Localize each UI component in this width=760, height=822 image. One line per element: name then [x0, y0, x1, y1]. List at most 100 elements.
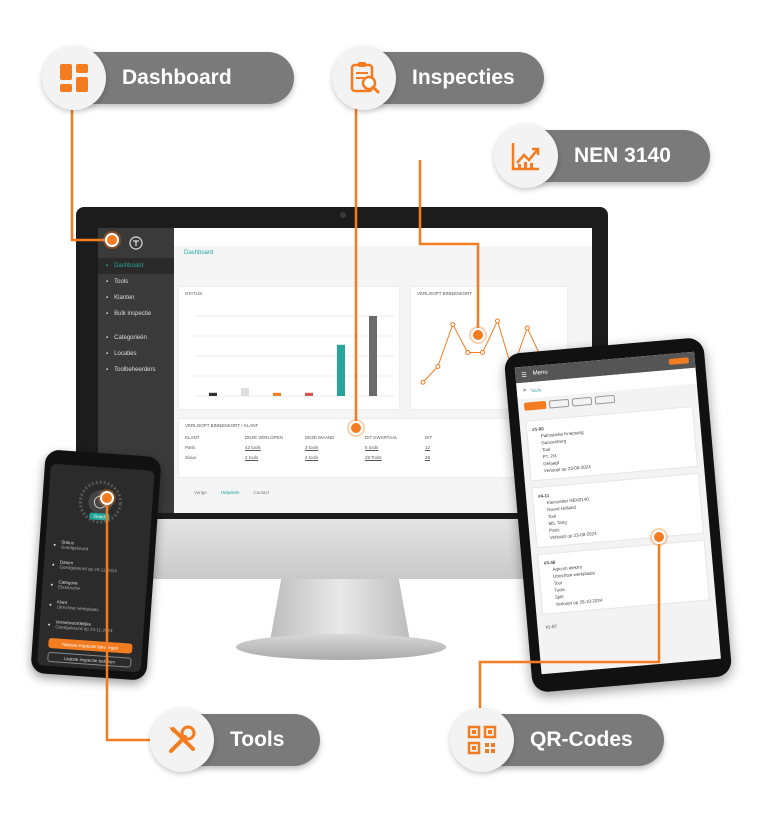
tools-label: Tools	[230, 728, 285, 751]
sidebar-item-icon: ▪	[106, 279, 109, 285]
toolbar-button[interactable]	[548, 398, 570, 409]
verloop-title: VERLOOPT BINNENKORT	[417, 291, 473, 296]
sidebar-item[interactable]: ▪ Locaties	[98, 346, 174, 362]
view-inspection-button[interactable]: Laatste inspectie bekijken	[47, 651, 132, 668]
status-bar	[241, 388, 249, 396]
monitor-camera	[340, 212, 346, 218]
status-card: STATUS	[178, 286, 400, 410]
qr-code-icon	[450, 708, 514, 772]
table-row: Paris 42 tools 3 tools 5 tools 12	[185, 445, 485, 450]
info-icon: ●	[49, 601, 53, 607]
table-cell[interactable]: 2 tools	[305, 455, 319, 460]
new-inspection-button[interactable]: Nieuwe inspectie toevoegen	[48, 637, 133, 654]
toolbar-button[interactable]	[594, 394, 616, 405]
sidebar-item-icon: ▪	[106, 335, 109, 341]
table-cell[interactable]: 28 Tools	[365, 455, 382, 460]
inspecties-marker	[349, 421, 363, 435]
footer-link[interactable]: Vorige	[194, 490, 207, 495]
sidebar-item-label: Bulk inspectie	[114, 311, 152, 317]
tools-callout: Tools	[150, 708, 320, 772]
nen3140-marker	[471, 328, 485, 342]
table-cell: Paris	[185, 445, 196, 450]
table-cell: DIT KWARTAAL	[365, 435, 398, 440]
sidebar-item-icon: ▪	[106, 295, 109, 301]
sidebar-item-icon: ▪	[106, 351, 109, 357]
table-cell[interactable]: 28	[425, 455, 431, 460]
table-cell: DIT	[425, 435, 433, 440]
sidebar-item[interactable]: ▪Tools	[98, 274, 174, 290]
table-cell[interactable]: 5 tools	[365, 445, 379, 450]
toolbar-button[interactable]	[523, 400, 547, 411]
sidebar-divider	[98, 322, 174, 330]
table-cell: DEZE VERLOPEN	[245, 435, 283, 440]
sidebar-item[interactable]: ▪Klanten	[98, 290, 174, 306]
tools-marker	[100, 491, 114, 505]
dashboard-grid-icon	[42, 46, 106, 110]
info-icon: ●	[50, 581, 54, 587]
table-cell: DEZE MAAND	[305, 435, 335, 440]
verloop-point	[524, 325, 530, 331]
toolbar-button[interactable]	[571, 396, 593, 407]
verloop-point	[494, 318, 500, 324]
wrench-screwdriver-icon	[150, 708, 214, 772]
inspecties-label: Inspecties	[412, 66, 515, 89]
info-icon: ●	[47, 621, 51, 627]
sidebar-item[interactable]: ▪Bulk inspectie	[98, 306, 174, 322]
table-cell[interactable]: 42 tools	[245, 445, 261, 450]
info-icon: ●	[53, 541, 57, 547]
sidebar-item[interactable]: ▪Categorieën	[98, 330, 174, 346]
status-bar	[369, 316, 377, 396]
clipboard-search-icon	[332, 46, 396, 110]
sidebar-item[interactable]: ▪ Dashboard	[98, 258, 174, 274]
verloop-point	[465, 350, 471, 355]
footer-link[interactable]: Helpdesk	[220, 490, 240, 495]
sidebar-item-label: Locaties	[114, 351, 137, 357]
verloop-point	[420, 379, 426, 385]
trend-chart-icon	[494, 124, 558, 188]
tools-icon: ✕	[522, 387, 527, 393]
sidebar-item[interactable]: ▪Toolbeheerders	[98, 362, 174, 378]
monitor-base	[236, 634, 446, 660]
status-chart	[195, 315, 395, 397]
info-sub: Elektrische	[57, 584, 81, 591]
section-title: Tools	[530, 386, 542, 393]
verloop-point	[435, 364, 441, 369]
dashboard-callout: Dashboard	[42, 46, 294, 110]
qrcodes-label: QR-Codes	[530, 728, 633, 751]
sidebar-item-icon: ▪	[106, 263, 109, 269]
sidebar-item-label: Dashboard	[114, 263, 144, 269]
nen3140-callout: NEN 3140	[494, 124, 710, 188]
hamburger-icon[interactable]: ☰	[521, 371, 528, 379]
status-bar	[337, 344, 345, 396]
sidebar-item-label: Toolbeheerders	[114, 367, 156, 373]
verloop-point	[450, 322, 456, 327]
status-badge: Goed	[89, 512, 110, 521]
app-logo-icon	[98, 228, 174, 258]
tablet-accent-tab[interactable]	[668, 357, 690, 365]
qrcodes-marker	[652, 530, 666, 544]
verloop-point	[480, 350, 486, 355]
info-icon: ●	[51, 561, 55, 567]
footer-link[interactable]: Contact	[253, 490, 270, 495]
table-cell[interactable]: 12	[425, 445, 431, 450]
table-title: VERLOOPT BINNENKORT / KLANT	[185, 423, 259, 428]
qrcodes-callout: QR-Codes	[450, 708, 664, 772]
dashboard-marker	[105, 233, 119, 247]
monitor-stand	[270, 579, 410, 641]
table-cell[interactable]: 2 tools	[245, 455, 259, 460]
menu-label: Menu	[532, 369, 548, 377]
table-cell[interactable]: 3 tools	[305, 445, 319, 450]
footer-links: Vorige Helpdesk Contact	[194, 490, 269, 495]
info-sub: Goedgekeurd	[60, 544, 89, 552]
inspecties-callout: Inspecties	[332, 46, 544, 110]
